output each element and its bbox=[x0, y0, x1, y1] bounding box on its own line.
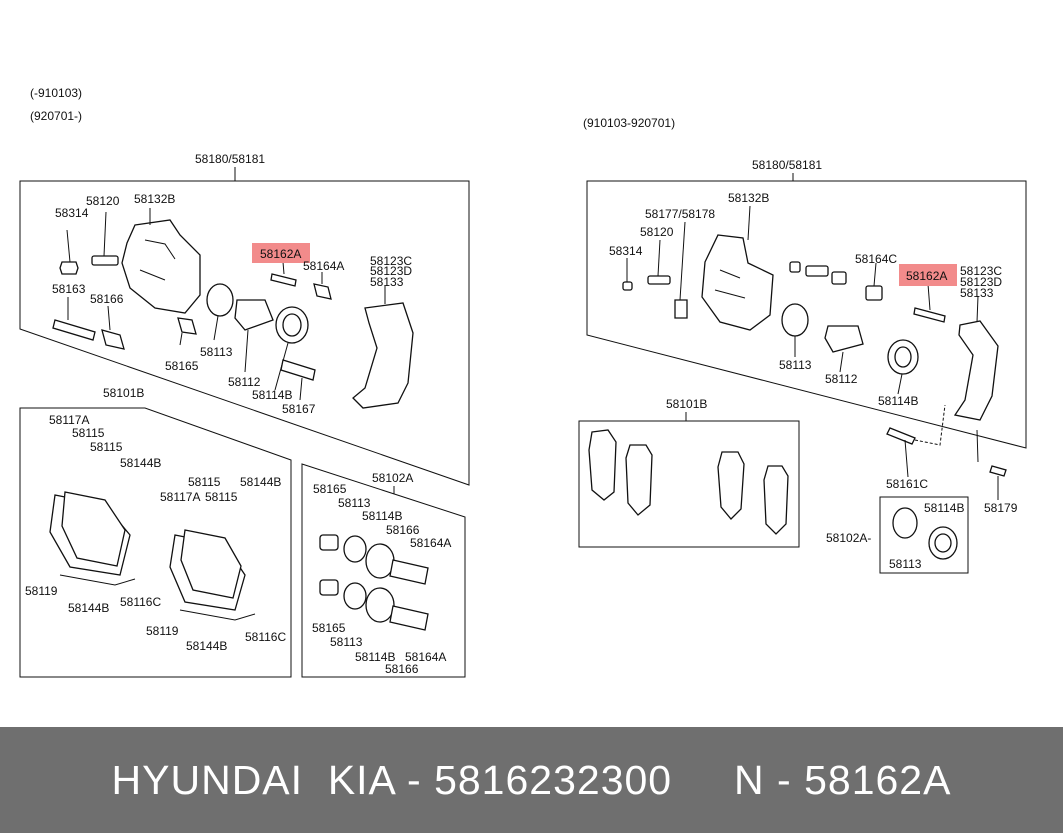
label-58133: 58133 bbox=[370, 275, 404, 289]
seal-label-58113: 58113 bbox=[338, 496, 371, 510]
pad-label-58115-a: 58115 bbox=[72, 426, 105, 440]
highlight-58162a-right bbox=[899, 264, 957, 286]
label-58162a-left[interactable]: 58162A bbox=[260, 247, 301, 261]
seal-label-58166-b: 58166 bbox=[385, 662, 419, 676]
seal-label-58165: 58165 bbox=[313, 482, 347, 496]
pad-label-58117a-b: 58117A bbox=[160, 490, 200, 504]
r-label-58161c: 58161C bbox=[886, 477, 928, 491]
left-pad-kit-parts bbox=[49, 491, 256, 621]
r-label-58133: 58133 bbox=[960, 286, 994, 300]
label-58163: 58163 bbox=[52, 282, 86, 296]
left-pad-kit-title: 58101B bbox=[103, 386, 144, 400]
left-seal-kit-frame bbox=[301, 463, 466, 678]
r-seal-label-58114b: 58114B bbox=[924, 501, 964, 515]
right-pad-kit-parts bbox=[588, 429, 789, 535]
r-label-58120: 58120 bbox=[640, 225, 674, 239]
r-label-58123d: 58123D bbox=[960, 275, 1002, 289]
seal-label-58165-b: 58165 bbox=[312, 621, 346, 635]
label-58166: 58166 bbox=[90, 292, 124, 306]
seal-label-58164a-b: 58164A bbox=[405, 650, 446, 664]
r-label-58164c: 58164C bbox=[855, 252, 897, 266]
pad-label-58115-c: 58115 bbox=[188, 475, 221, 489]
r-label-58123c: 58123C bbox=[960, 264, 1002, 278]
pad-label-58115-d: 58115 bbox=[205, 490, 238, 504]
seal-label-58114b-b: 58114B bbox=[355, 650, 395, 664]
right-seal-kit-frame bbox=[879, 496, 969, 574]
left-caliper-parts bbox=[52, 208, 414, 409]
left-caliper-frame bbox=[19, 180, 470, 486]
r-label-58177-58178: 58177/58178 bbox=[645, 207, 715, 221]
r-label-58179: 58179 bbox=[984, 501, 1018, 515]
left-caliper-assy-label: 58180/58181 bbox=[195, 152, 265, 166]
left-date-range-1: (-910103) bbox=[30, 86, 82, 100]
brake-caliper-parts-diagram: (-910103) (920701-) 58180/58181 bbox=[19, 86, 1027, 678]
right-pad-kit-frame bbox=[578, 420, 800, 548]
right-caliper-parts bbox=[622, 205, 1007, 500]
right-caliper-frame bbox=[586, 180, 1027, 449]
right-pad-kit-title: 58101B bbox=[666, 397, 707, 411]
seal-label-58113-b: 58113 bbox=[330, 635, 363, 649]
label-58113: 58113 bbox=[200, 345, 233, 359]
pad-label-58119-b: 58119 bbox=[146, 624, 179, 638]
left-seal-kit-parts bbox=[319, 534, 429, 631]
left-date-range-2: (920701-) bbox=[30, 109, 82, 123]
pad-label-58119: 58119 bbox=[25, 584, 58, 598]
footer-banner: HYUNDAI KIA - 5816232300 N - 58162A bbox=[0, 727, 1063, 833]
label-58165: 58165 bbox=[165, 359, 199, 373]
r-label-58113: 58113 bbox=[779, 358, 812, 372]
label-58123d: 58123D bbox=[370, 264, 412, 278]
pad-label-58117a: 58117A bbox=[49, 413, 89, 427]
r-label-58162a[interactable]: 58162A bbox=[906, 269, 947, 283]
pad-label-58115-b: 58115 bbox=[90, 440, 123, 454]
label-58114b: 58114B bbox=[252, 388, 292, 402]
label-58167: 58167 bbox=[282, 402, 316, 416]
seal-label-58164a: 58164A bbox=[410, 536, 451, 550]
seal-label-58114b: 58114B bbox=[362, 509, 402, 523]
right-seal-kit-parts bbox=[892, 507, 958, 560]
label-58164a: 58164A bbox=[303, 259, 344, 273]
pad-label-58144b-c: 58144B bbox=[68, 601, 109, 615]
part-number-caption: HYUNDAI KIA - 5816232300 N - 58162A bbox=[111, 756, 952, 803]
label-58123c: 58123C bbox=[370, 254, 412, 268]
r-label-58132b: 58132B bbox=[728, 191, 769, 205]
left-pad-kit-frame bbox=[19, 407, 292, 678]
pad-label-58144b-b: 58144B bbox=[240, 475, 281, 489]
pad-label-58144b-a: 58144B bbox=[120, 456, 161, 470]
seal-label-58166: 58166 bbox=[386, 523, 420, 537]
right-caliper-assy-label: 58180/58181 bbox=[752, 158, 822, 172]
left-seal-kit-title: 58102A bbox=[372, 471, 413, 485]
pad-label-58144b-d: 58144B bbox=[186, 639, 227, 653]
label-58132b: 58132B bbox=[134, 192, 175, 206]
label-58120: 58120 bbox=[86, 194, 120, 208]
pad-label-58116c: 58116C bbox=[120, 595, 161, 609]
label-58112: 58112 bbox=[228, 375, 261, 389]
r-label-58114b: 58114B bbox=[878, 394, 918, 408]
right-seal-kit-title: 58102A- bbox=[826, 531, 871, 545]
r-label-58314: 58314 bbox=[609, 244, 643, 258]
r-label-58112: 58112 bbox=[825, 372, 858, 386]
highlight-58162a-left bbox=[252, 243, 310, 263]
label-58314: 58314 bbox=[55, 206, 89, 220]
pad-label-58116c-b: 58116C bbox=[245, 630, 286, 644]
r-seal-label-58113: 58113 bbox=[889, 557, 922, 571]
right-date-range: (910103-920701) bbox=[583, 116, 675, 130]
